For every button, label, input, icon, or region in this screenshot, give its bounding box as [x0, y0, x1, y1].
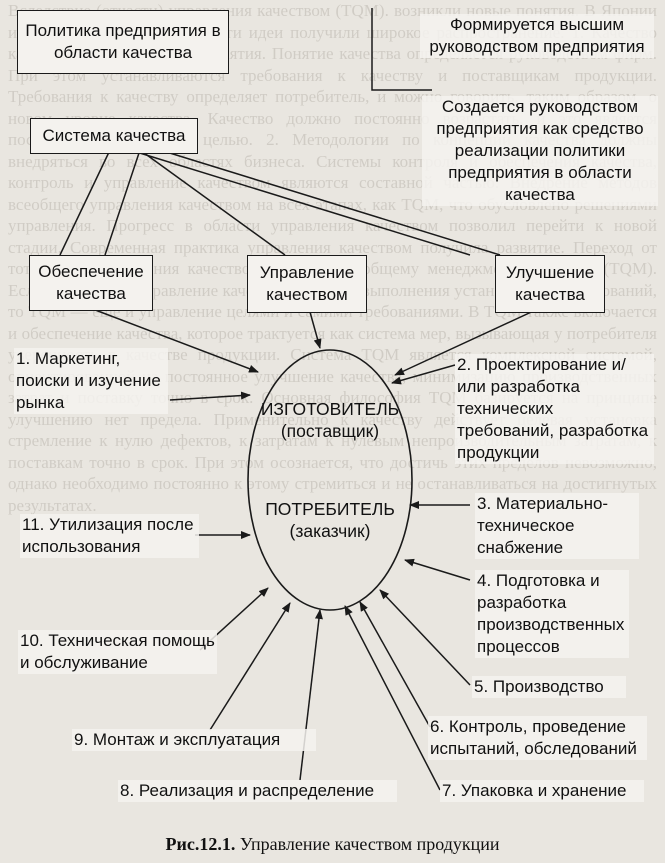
arrow-stage-1 [169, 391, 251, 401]
manufacturer-subtitle: (поставщик) [280, 421, 380, 441]
arrow-management [309, 311, 322, 349]
consumer-title: ПОТРЕБИТЕЛЬ [265, 499, 395, 519]
system-box: Система качества [30, 118, 198, 154]
manufacturer-title: ИЗГОТОВИТЕЛЬ [260, 399, 400, 419]
stage-8: 8. Реализация и распределение [118, 780, 397, 802]
arrow-stage-7 [344, 605, 441, 791]
line-system-assurance [59, 149, 111, 256]
line-note-connector [371, 8, 432, 91]
stage-6: 6. Контроль, проведение испытаний, обсле… [428, 716, 647, 760]
figure-caption: Рис.12.1. Управление качеством продукции [0, 834, 665, 855]
consumer-label: ПОТРЕБИТЕЛЬ (заказчик) [250, 498, 410, 542]
center-ellipse [247, 349, 413, 611]
arrow-stage-5 [379, 589, 471, 686]
stage-11: 11. Утилизация после использования [20, 514, 199, 558]
arrow-stage-8 [299, 609, 323, 781]
arrow-stage-9 [209, 602, 291, 731]
note-top-management: Формируется высшим руководством предприя… [420, 14, 654, 58]
note-system-purpose: Создается руководством предприятия как с… [422, 96, 658, 206]
caption-text: Управление качеством продукции [239, 834, 500, 854]
management-box: Управление качеством [247, 255, 367, 313]
arrow-assurance [89, 307, 259, 373]
arrow-stage-6 [359, 601, 431, 728]
arrow-stage-2 [391, 364, 456, 385]
caption-label: Рис.12.1. [165, 834, 236, 854]
line-system-improvement [159, 149, 501, 256]
stage-9: 9. Монтаж и эксплуатация [72, 729, 316, 751]
manufacturer-label: ИЗГОТОВИТЕЛЬ (поставщик) [250, 398, 410, 442]
arrow-improvement [394, 307, 541, 376]
consumer-subtitle: (заказчик) [289, 521, 371, 541]
arrow-stage-4 [404, 558, 471, 581]
stage-10: 10. Техническая помощь и обслуживание [18, 630, 217, 674]
stage-5: 5. Производство [472, 676, 626, 698]
line-system-management [139, 149, 286, 256]
stage-7: 7. Упаковка и хранение [440, 780, 644, 802]
stage-4: 4. Подготовка и разработка производствен… [475, 570, 629, 658]
policy-box: Политика предприятия в области качества [17, 10, 229, 74]
stage-3: 3. Материально-техническое снабжение [475, 493, 639, 559]
stage-1: 1. Маркетинг, поиски и изучение рынка [14, 348, 168, 414]
assurance-box: Обеспечение качества [29, 255, 153, 311]
stage-2: 2. Проектирование и/или разработка техни… [455, 354, 654, 464]
improvement-box: Улучшение качества [495, 255, 605, 313]
line-system-assurance-b [104, 149, 141, 256]
line-system-improvement-b [129, 149, 471, 256]
